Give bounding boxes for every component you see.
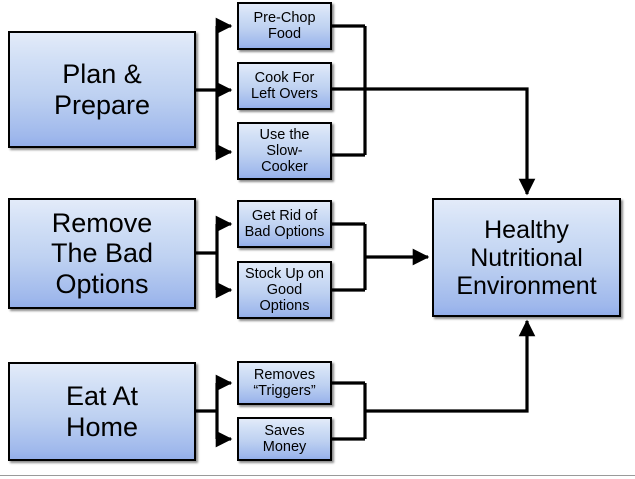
connector-bottom-merge-to-goal	[365, 319, 536, 413]
node-plan-prepare[interactable]: Plan & Prepare	[8, 31, 196, 148]
node-healthy-nutritional-environment[interactable]: Healthy Nutritional Environment	[432, 198, 621, 317]
node-saves-money[interactable]: Saves Money	[237, 417, 332, 461]
node-saves-money-label: Saves Money	[262, 422, 307, 455]
node-cook-left-overs[interactable]: Cook For Left Overs	[237, 62, 332, 110]
node-cook-left-overs-label: Cook For Left Overs	[251, 69, 318, 102]
node-plan-prepare-label: Plan & Prepare	[53, 59, 151, 120]
node-get-rid-bad-options-label: Get Rid of Bad Options	[244, 207, 325, 240]
node-remove-bad-options[interactable]: Remove The Bad Options	[8, 198, 196, 309]
node-remove-bad-options-label: Remove The Bad Options	[50, 208, 154, 299]
footer-divider	[0, 475, 635, 476]
node-get-rid-bad-options[interactable]: Get Rid of Bad Options	[237, 200, 332, 248]
node-slow-cooker[interactable]: Use the Slow- Cooker	[237, 122, 332, 180]
node-eat-at-home-label: Eat At Home	[65, 381, 139, 442]
node-slow-cooker-label: Use the Slow- Cooker	[259, 126, 310, 176]
node-removes-triggers-label: Removes “Triggers”	[253, 366, 316, 399]
node-eat-at-home[interactable]: Eat At Home	[8, 362, 196, 461]
node-removes-triggers[interactable]: Removes “Triggers”	[237, 361, 332, 405]
node-stock-up-good-options-label: Stock Up on Good Options	[245, 265, 324, 315]
node-healthy-nutritional-environment-label: Healthy Nutritional Environment	[456, 215, 597, 300]
connector-top-merge-to-goal	[365, 87, 536, 196]
node-stock-up-good-options[interactable]: Stock Up on Good Options	[237, 261, 332, 319]
node-pre-chop-food-label: Pre-Chop Food	[253, 9, 316, 42]
node-pre-chop-food[interactable]: Pre-Chop Food	[237, 2, 332, 50]
